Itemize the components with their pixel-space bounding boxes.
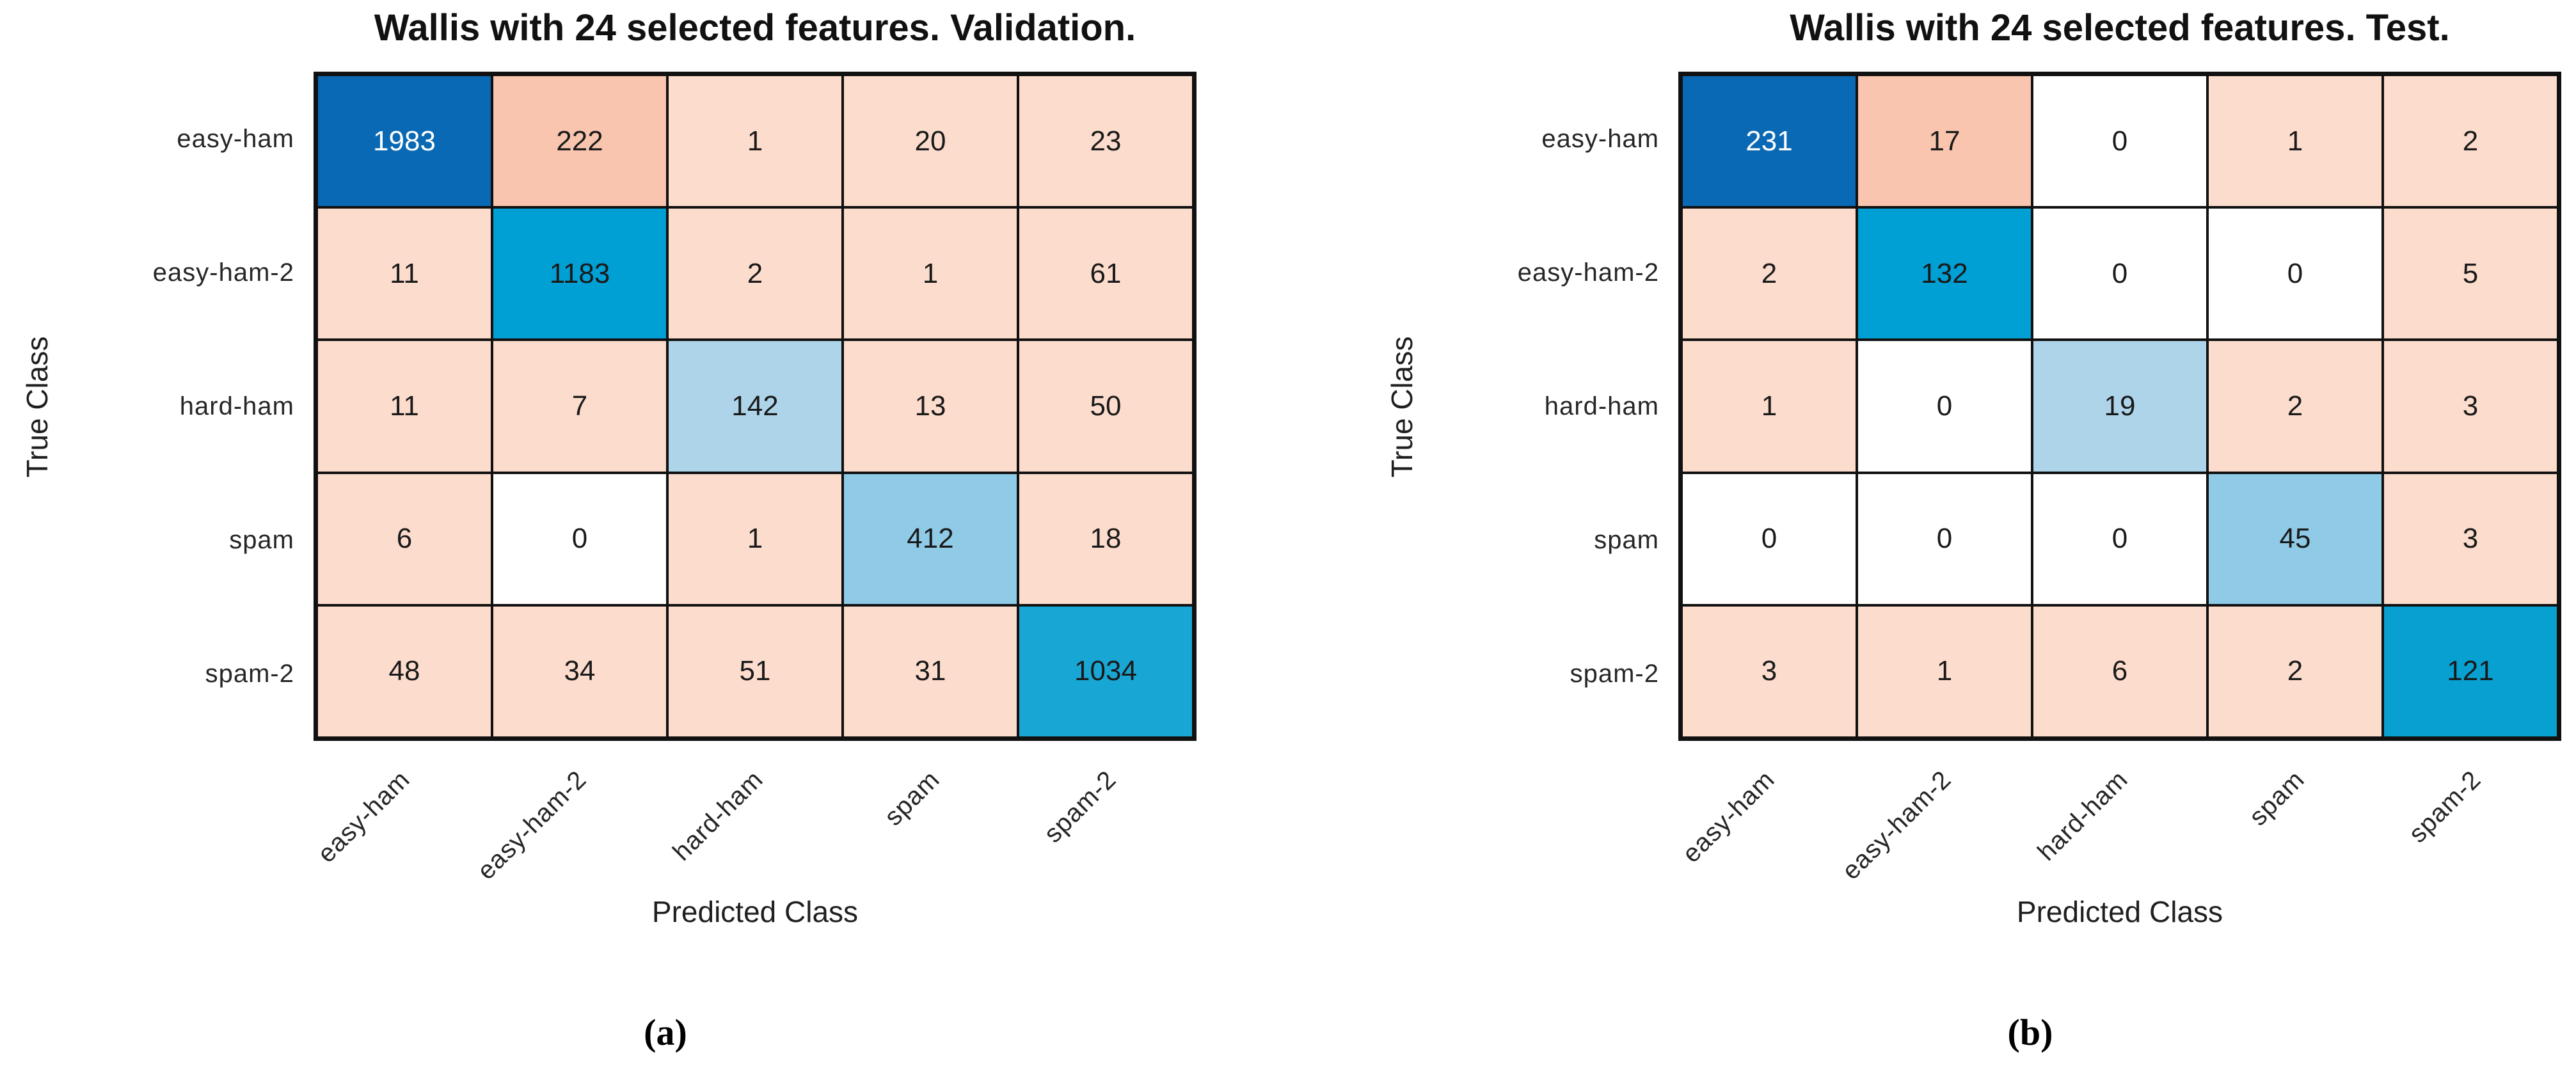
y-tick-hard-ham: hard-ham (1544, 392, 1659, 420)
cell-easy-ham-easy-ham-2: 17 (1858, 76, 2031, 207)
cell-spam-2-spam-2: 1034 (1019, 606, 1192, 736)
cell-hard-ham-easy-ham-2: 0 (1858, 341, 2031, 472)
cell-easy-ham-easy-ham: 1983 (318, 76, 491, 207)
cell-easy-ham-hard-ham: 0 (2033, 76, 2206, 207)
x-axis-label: Predicted Class (2016, 895, 2223, 928)
cell-easy-ham-2-hard-ham: 2 (669, 209, 841, 339)
cell-easy-ham-hard-ham: 1 (669, 76, 841, 207)
cell-easy-ham-2-spam-2: 61 (1019, 209, 1192, 339)
cell-easy-ham-spam: 1 (2209, 76, 2381, 207)
cell-hard-ham-spam: 13 (844, 341, 1017, 472)
cell-hard-ham-spam: 2 (2209, 341, 2381, 472)
y-tick-easy-ham-2: easy-ham-2 (1517, 258, 1659, 287)
y-tick-easy-ham-2: easy-ham-2 (152, 258, 294, 287)
panel-test: Wallis with 24 selected features. Test. … (1365, 0, 2576, 1080)
cell-spam-hard-ham: 0 (2033, 473, 2206, 604)
cell-hard-ham-hard-ham: 142 (669, 341, 841, 472)
cell-spam-2-hard-ham: 6 (2033, 606, 2206, 736)
cell-hard-ham-spam-2: 50 (1019, 341, 1192, 472)
chart-title: Wallis with 24 selected features. Valida… (374, 7, 1136, 49)
cell-easy-ham-2-spam: 0 (2209, 209, 2381, 339)
cell-easy-ham-easy-ham: 231 (1683, 76, 1856, 207)
cell-hard-ham-easy-ham: 1 (1683, 341, 1856, 472)
y-tick-easy-ham: easy-ham (1541, 124, 1659, 153)
x-axis-label: Predicted Class (651, 895, 859, 928)
cell-spam-2-easy-ham: 3 (1683, 606, 1856, 736)
cell-spam-easy-ham: 6 (318, 473, 491, 604)
cell-hard-ham-easy-ham-2: 7 (493, 341, 666, 472)
panel-validation: Wallis with 24 selected features. Valida… (20, 7, 1197, 1053)
cell-spam-2-easy-ham-2: 1 (1858, 606, 2031, 736)
cell-easy-ham-spam-2: 23 (1019, 76, 1192, 207)
cell-hard-ham-hard-ham: 19 (2033, 341, 2206, 472)
cell-spam-2-spam: 2 (2209, 606, 2381, 736)
cell-spam-spam-2: 3 (2384, 473, 2557, 604)
y-tick-easy-ham: easy-ham (177, 124, 294, 153)
cell-spam-spam-2: 18 (1019, 473, 1192, 604)
chart-title: Wallis with 24 selected features. Test. (1790, 7, 2450, 49)
cell-spam-2-spam: 31 (844, 606, 1017, 736)
cell-spam-2-spam-2: 121 (2384, 606, 2557, 736)
cell-spam-spam: 412 (844, 473, 1017, 604)
cell-easy-ham-spam-2: 2 (2384, 76, 2557, 207)
cell-spam-easy-ham-2: 0 (1858, 473, 2031, 604)
cell-hard-ham-easy-ham: 11 (318, 341, 491, 472)
cell-spam-easy-ham: 0 (1683, 473, 1856, 604)
cell-easy-ham-2-hard-ham: 0 (2033, 209, 2206, 339)
y-tick-spam-2: spam-2 (1570, 660, 1659, 688)
cell-spam-2-easy-ham-2: 34 (493, 606, 666, 736)
y-tick-spam: spam (1594, 526, 1659, 555)
cell-spam-2-hard-ham: 51 (669, 606, 841, 736)
y-tick-spam-2: spam-2 (205, 660, 294, 688)
y-tick-spam: spam (229, 526, 294, 555)
cell-spam-2-easy-ham: 48 (318, 606, 491, 736)
cell-easy-ham-2-spam-2: 5 (2384, 209, 2557, 339)
cell-easy-ham-spam: 20 (844, 76, 1017, 207)
subfigure-caption: (b) (2007, 1012, 2053, 1053)
subfigure-caption: (a) (644, 1012, 687, 1053)
cell-easy-ham-easy-ham-2: 222 (493, 76, 666, 207)
cell-spam-easy-ham-2: 0 (493, 473, 666, 604)
cell-easy-ham-2-easy-ham: 2 (1683, 209, 1856, 339)
cell-spam-spam: 45 (2209, 473, 2381, 604)
cell-spam-hard-ham: 1 (669, 473, 841, 604)
cell-easy-ham-2-spam: 1 (844, 209, 1017, 339)
y-tick-hard-ham: hard-ham (179, 392, 294, 420)
cell-easy-ham-2-easy-ham: 11 (318, 209, 491, 339)
cell-hard-ham-spam-2: 3 (2384, 341, 2557, 472)
cell-easy-ham-2-easy-ham-2: 1183 (493, 209, 666, 339)
cell-easy-ham-2-easy-ham-2: 132 (1858, 209, 2031, 339)
